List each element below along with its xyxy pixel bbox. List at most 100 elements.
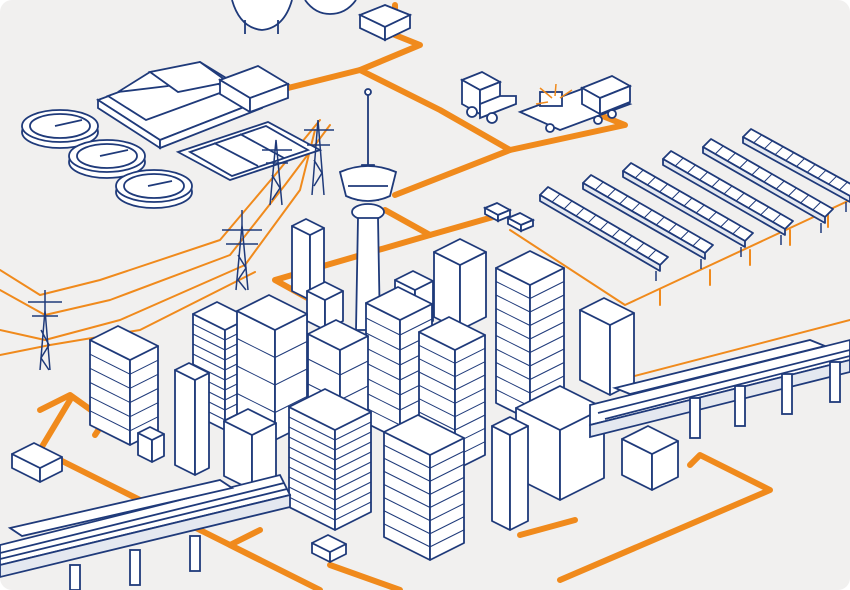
tank-1-arm [54,119,83,127]
building-far-left-roof [89,325,159,361]
building-center-right-floor-line [454,414,486,431]
spherical-tank-icon [231,0,357,34]
solar-panel-cell-divider [748,199,757,209]
railway-right-train [612,339,828,395]
solar-panel-cell-divider [594,181,604,191]
tower-3-lattice [271,174,281,201]
building-far-left-floor-line [89,410,131,432]
railway-pillar [781,373,793,415]
building-slim-right [491,416,529,531]
skyscraper-right-floor-line [529,348,565,367]
building-behind-tower-roof [306,281,344,301]
wire-3 [0,129,316,341]
transmission-tower-icon [304,119,334,196]
building-slim-left-roof [174,362,210,381]
solar-panel-cell-divider [619,195,628,205]
building-front-left-floor-line [334,441,372,461]
building-front-left-floor-line [288,426,336,451]
building-center-floor-line [365,407,401,426]
solar-panel-cell-divider [659,183,668,193]
elevated-railway-icon [0,339,850,590]
wire-1 [0,119,321,296]
city-skyline [89,218,635,561]
building-center-floor-line [365,392,401,411]
building-far-left-floor-line [89,382,131,403]
skyscraper-right-roof [495,250,565,286]
power-grid-lines [37,2,773,590]
skyscraper-right-floor-line [529,281,565,299]
solar-panel-cell-divider [735,192,745,202]
building-tall-back-left-face [291,225,311,301]
building-center-left-floor-line [339,385,369,401]
building-left-tall-floor-line [192,353,226,371]
building-far-left-floor-line [129,359,159,375]
building-back-center [433,238,487,331]
solar-panel-cell-divider [687,164,696,174]
solar-panel-row-icon [662,150,794,245]
skyscraper-right-floor-line [495,294,531,313]
solar-panel-cell-divider [623,235,633,245]
warehouse-icon [357,4,413,42]
railway-left-rail [0,488,288,560]
building-slim-right-right-face [509,425,529,531]
building-left-mid-floor-line [274,396,308,413]
solar-panel-cell-divider [683,197,693,207]
railway-pillar [69,564,81,590]
wire-2 [0,124,331,316]
skyscraper-right-floor-line [529,375,565,394]
solar-farm [539,128,850,281]
building-far-left-floor-line [89,353,131,375]
building-left-mid-roof [236,294,308,331]
building-tall-back [291,218,325,301]
solar-panel-row-1-edge [539,194,661,272]
solar-panel-row-icon [622,162,754,257]
building-center-floor-line [399,318,433,336]
substation-boxes [482,202,536,233]
building-left-mid-floor-line [236,365,276,386]
transmission-wires [0,119,850,386]
building-lower-left-roof [223,408,277,436]
spherical-tank-2 [304,0,357,15]
tower-observation-deck [338,165,398,202]
building-far-left-floor-line [129,402,159,418]
water-treatment-tank-icon [21,109,99,149]
substation-box-2-front [520,218,534,233]
railway-right-rail [597,349,850,414]
solar-panel-cell-divider [708,211,717,221]
building-front-center-roof [383,414,465,456]
ground-box-left-roof [11,442,63,469]
building-front-left-floor-line [288,446,336,471]
solar-panel-cell-divider [647,249,657,259]
warehouse-icon [96,61,323,181]
building-center-floor-line [365,317,401,336]
solar-panel-cell-divider [563,200,573,210]
building-front-left-floor-line [334,431,372,451]
skyscraper-right-floor-line [529,362,565,380]
antenna-tip [364,88,372,96]
skyscraper-right-floor-line [529,321,565,340]
solar-panel-cell-divider [714,145,724,155]
tank-1-inner [29,113,91,139]
building-center-left-roof [307,319,369,351]
solar-panel-cell-divider [668,223,677,233]
solar-panel-row-2-edge [582,182,706,260]
building-front-left-floor-line [288,476,336,501]
building-far-left-floor-line [129,388,159,403]
building-left-mid-floor-line [274,368,308,386]
solar-panel-row-icon [702,138,834,233]
truck-chassis [479,95,517,120]
building-tall-back-roof [291,218,325,236]
solar-panel-cell-divider [727,152,736,162]
building-far-right [579,297,635,396]
building-far-left-floor-line [129,416,159,432]
skyscraper-right-floor-line [495,335,531,353]
ground-box-bottom [311,534,347,563]
solar-panel-row-5-edge [702,146,826,224]
building-center-floor-line [365,377,401,396]
skyscraper-right-floor-line [529,308,565,326]
building-front-center-floor-line [429,476,465,495]
building-left-mid-floor-line [274,341,308,358]
building-front-left-floor-line [334,461,372,481]
solar-panel-row-icon [742,128,850,212]
